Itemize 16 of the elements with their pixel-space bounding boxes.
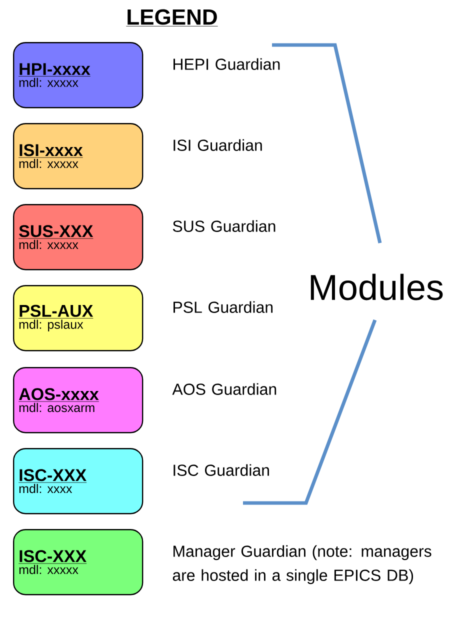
description-text: ISI Guardian — [174, 139, 262, 151]
description-text: AOS Guardian — [172, 383, 276, 395]
module-box: SUS-XXX mdl: xxxxx — [13, 204, 144, 270]
legend-title: LEGEND — [126, 9, 218, 26]
description-text: Manager Guardian (note: managers are hosted in a single EPICS DB) — [172, 545, 432, 584]
description-text: ISC Guardian — [174, 464, 269, 476]
module-box: PSL-AUX mdl: pslaux — [13, 285, 144, 352]
description-text: PSL Guardian — [174, 301, 273, 313]
module-box: HPI-xxxx mdl: xxxxx — [13, 42, 144, 108]
module-box: ISC-XXX mdl: xxxxx — [13, 529, 144, 596]
module-box: AOS-xxxx mdl: aosxarm — [13, 367, 144, 434]
description-text: HEPI Guardian — [174, 58, 280, 70]
module-box: ISC-XXX mdl: xxxx — [13, 448, 144, 514]
group-label: Modules — [310, 274, 443, 300]
module-box: ISI-xxxx mdl: xxxxx — [13, 123, 144, 190]
description-text: SUS Guardian — [172, 220, 276, 232]
